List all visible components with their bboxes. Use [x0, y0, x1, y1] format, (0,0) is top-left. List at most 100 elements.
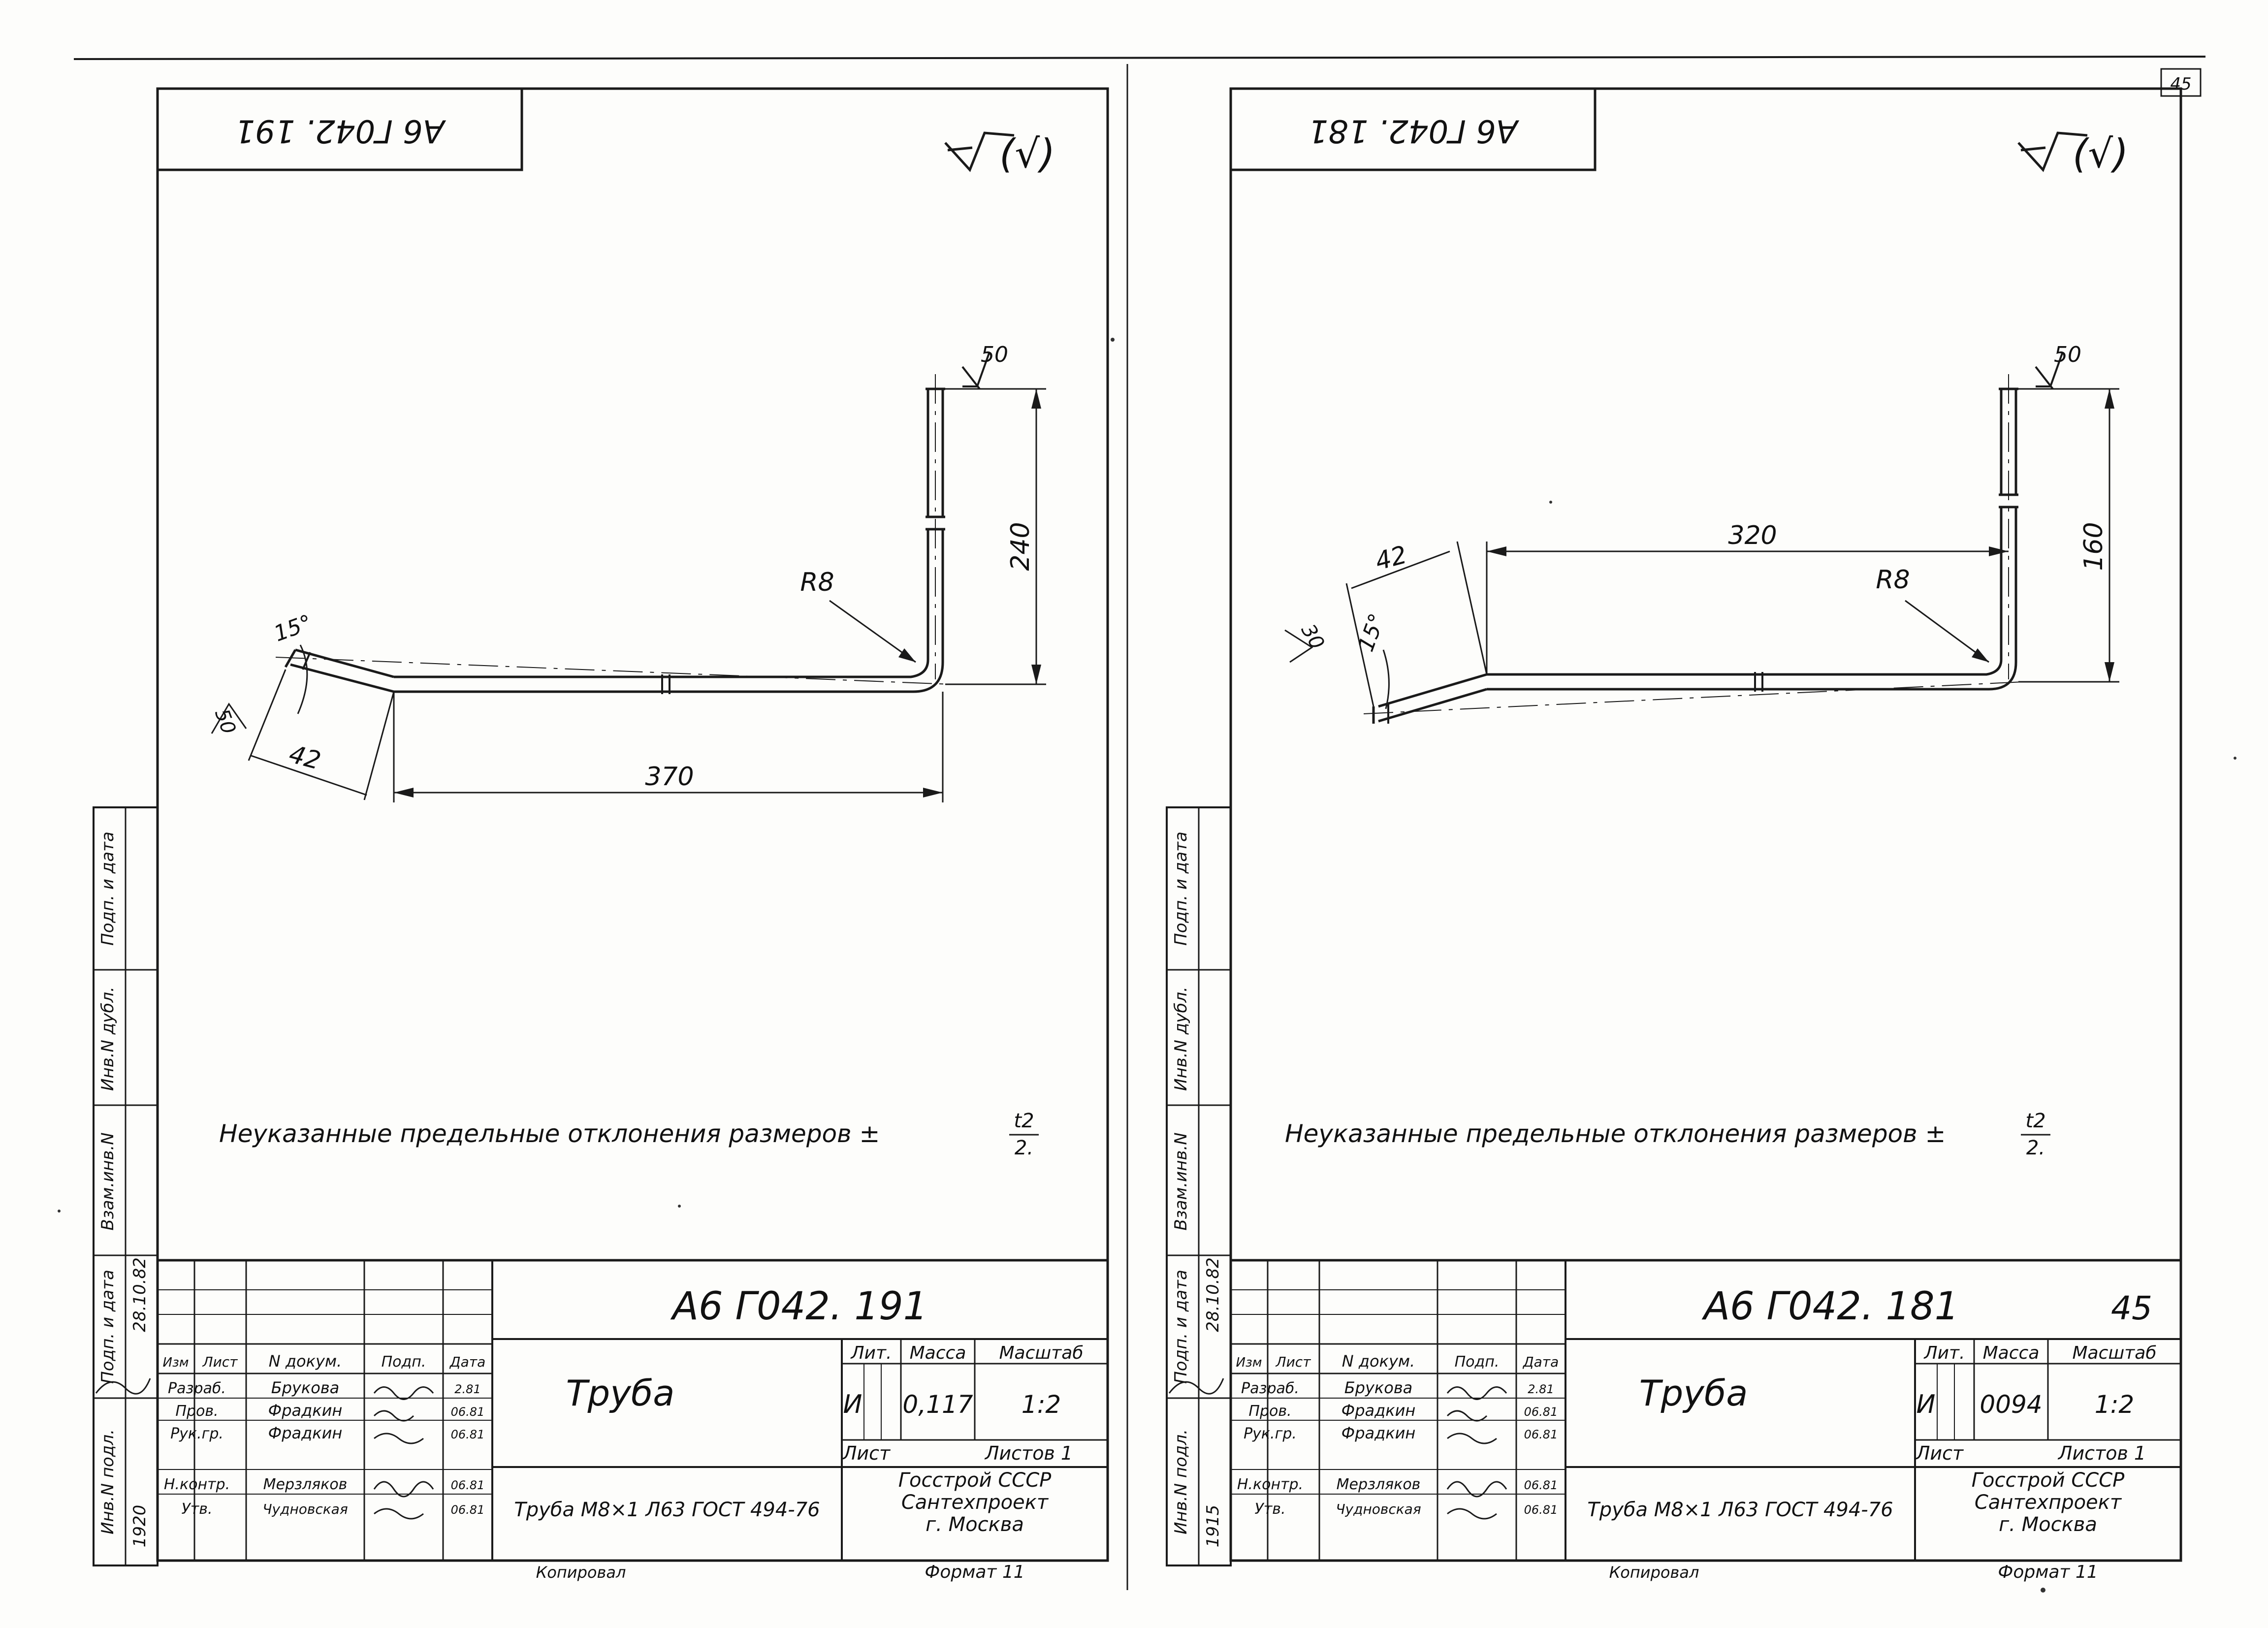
tb-scale: 1:2 [1022, 1390, 1061, 1419]
pipe-part [275, 374, 951, 694]
tb-col-sign: Подп. [1455, 1353, 1500, 1371]
tb-org-1: Госстрой СССР [1972, 1469, 2125, 1492]
side-signature [95, 1378, 151, 1395]
sheet-right: А6 Г042. 181 (√) 320 [1166, 87, 2182, 1582]
tb-format: Формат 11 [1998, 1562, 2098, 1582]
title-block: А6 Г042. 181 45 Труба Лит. Масса Масштаб… [1168, 1259, 2182, 1582]
side-label-5: Подп. и дата [98, 831, 118, 946]
tb-col-doc: N докум. [1342, 1352, 1415, 1371]
tb-row-date: 2.81 [454, 1382, 480, 1396]
dim-end-roughness: 50 [210, 706, 240, 737]
dimensions: 320 160 42 15° 30 50 R8 [1284, 342, 2119, 709]
dim-end-roughness: 30 [1297, 620, 1329, 653]
tb-row-date: 2.81 [1528, 1382, 1554, 1396]
tb-row-role: Н.контр. [1237, 1476, 1303, 1493]
tb-material: Труба М8×1 Л63 ГОСТ 494-76 [1587, 1499, 1893, 1521]
tb-sheets-label: Листов 1 [984, 1442, 1073, 1464]
tb-row-role: Утв. [1255, 1500, 1286, 1518]
tb-code: А6 Г042. 191 [670, 1284, 928, 1329]
tb-mass-header: Масса [1983, 1343, 2040, 1363]
tolerance-note: Неуказанные предельные отклонения размер… [219, 1110, 1039, 1159]
note-text: Неуказанные предельные отклонения размер… [219, 1119, 880, 1148]
title-block: А6 Г042. 191 Труба Лит. Масса Масштаб И … [95, 1259, 1109, 1582]
side-label-2: Подп. и дата [98, 1270, 118, 1384]
tb-org-2: Сантехпроект [1975, 1491, 2122, 1514]
tb-org-3: г. Москва [1999, 1513, 2097, 1536]
side-stamp: Инв.N подл. Подп. и дата Взам.инв.N Инв.… [93, 806, 159, 1566]
note-frac-num: t2 [1014, 1110, 1034, 1132]
scan-specks [58, 338, 2236, 1593]
side-label-1: Инв.N подл. [1171, 1429, 1191, 1534]
tb-org-1: Госстрой СССР [898, 1469, 1052, 1492]
tb-name: Труба [566, 1373, 675, 1414]
tb-row-role: Н.контр. [164, 1476, 230, 1493]
tb-row-date: 06.81 [1524, 1478, 1558, 1492]
tb-row-role: Рук.гр. [1244, 1425, 1297, 1442]
side-label-2: Подп. и дата [1171, 1270, 1191, 1384]
tb-row-name: Фрадкин [1342, 1401, 1416, 1420]
code-rotated: А6 Г042. 191 [235, 112, 447, 149]
tb-row-date: 06.81 [451, 1428, 485, 1441]
tb-org-2: Сантехпроект [901, 1491, 1049, 1514]
tb-row-role: Разраб. [168, 1380, 226, 1397]
tb-row-name: Брукова [271, 1378, 340, 1397]
roughness-symbol: (√) [944, 131, 1055, 177]
dim-slant: 42 [1372, 540, 1409, 575]
side-date: 28.10.82 [1203, 1257, 1223, 1332]
tb-row-name: Брукова [1344, 1378, 1413, 1397]
tb-scale-header: Масштаб [999, 1343, 1083, 1363]
dim-height: 240 [1006, 522, 1035, 571]
side-inv: 1920 [130, 1505, 150, 1548]
signatures [373, 1386, 434, 1520]
roughness-paren: (√) [999, 131, 1055, 177]
dim-height: 160 [2079, 522, 2108, 571]
dimensions: 370 240 42 15° 50 50 R8 [210, 342, 1046, 802]
tb-row-date: 06.81 [451, 1478, 485, 1492]
pipe-part [1363, 374, 2024, 724]
tb-row-date: 06.81 [451, 1503, 485, 1517]
tb-name: Труба [1639, 1373, 1748, 1414]
tb-col-izm: Изм [1236, 1355, 1262, 1370]
tb-lit: И [843, 1390, 862, 1419]
tb-row-name: Фрадкин [1342, 1424, 1416, 1442]
tb-org-3: г. Москва [926, 1513, 1024, 1536]
dim-roughness: 50 [2054, 342, 2081, 367]
top-rule [73, 56, 2206, 60]
tb-col-date: Дата [449, 1354, 486, 1370]
note-text: Неуказанные предельные отклонения размер… [1285, 1119, 1946, 1148]
tb-col-list: Лист [1276, 1354, 1311, 1370]
tolerance-note: Неуказанные предельные отклонения размер… [1285, 1110, 2050, 1159]
code-box [1229, 87, 1597, 171]
tb-mass: 0,117 [902, 1390, 973, 1419]
tb-row-name: Фрадкин [268, 1424, 343, 1442]
tb-col-date: Дата [1522, 1354, 1559, 1370]
tb-row-name: Мерзляков [263, 1476, 348, 1493]
dim-length: 320 [1728, 521, 1777, 550]
tb-row-date: 06.81 [451, 1405, 485, 1419]
tb-copied: Копировал [1609, 1563, 1699, 1582]
tb-sheet-no: 45 [2111, 1289, 2152, 1327]
roughness-paren: (√) [2073, 131, 2128, 177]
side-label-4: Инв.N дубл. [98, 987, 118, 1091]
roughness-symbol: (√) [2017, 131, 2128, 177]
tb-lit-header: Лит. [850, 1343, 892, 1363]
tb-format: Формат 11 [925, 1562, 1024, 1582]
dim-angle: 15° [1353, 610, 1390, 655]
side-label-4: Инв.N дубл. [1171, 987, 1191, 1091]
dim-angle: 15° [271, 610, 316, 647]
tb-lit-header: Лит. [1923, 1343, 1965, 1363]
side-label-1: Инв.N подл. [98, 1429, 118, 1534]
signatures [1446, 1386, 1507, 1520]
tb-col-sign: Подп. [382, 1353, 426, 1371]
sheet-left: А6 Г042. 191 (√) 370 [93, 87, 1109, 1582]
tb-row-date: 06.81 [1524, 1428, 1558, 1441]
side-label-3: Взам.инв.N [1171, 1132, 1191, 1230]
side-inv: 1915 [1203, 1505, 1223, 1548]
tb-row-role: Пров. [175, 1403, 218, 1420]
tb-row-name: Фрадкин [268, 1401, 343, 1420]
side-label-5: Подп. и дата [1171, 831, 1191, 946]
tb-row-name: Чудновская [1336, 1501, 1421, 1517]
tb-row-name: Чудновская [262, 1501, 348, 1517]
